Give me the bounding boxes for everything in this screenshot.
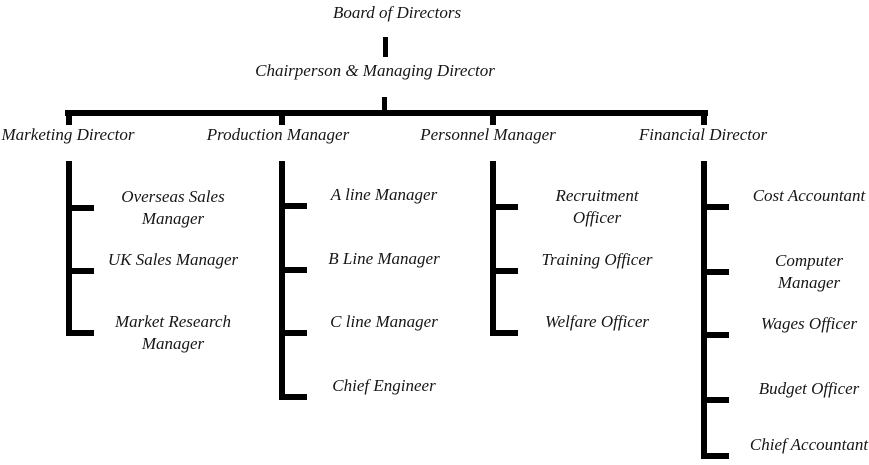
org-item-uk-sales-manager: UK Sales Manager bbox=[107, 250, 239, 269]
connector-tick-b-line-manager bbox=[279, 267, 307, 273]
org-item-a-line-manager: A line Manager bbox=[330, 185, 438, 204]
connector-tick-market-research-manager bbox=[66, 330, 94, 336]
connector-branches-horizontal bbox=[65, 110, 708, 116]
org-item-chief-accountant: Chief Accountant bbox=[749, 435, 869, 454]
connector-stub-marketing bbox=[66, 110, 72, 125]
connector-tick-budget-officer bbox=[701, 397, 729, 403]
connector-tick-computer-manager bbox=[701, 269, 729, 275]
branch-label-marketing-director: Marketing Director bbox=[1, 125, 135, 144]
chairperson-label: Chairperson & Managing Director bbox=[255, 61, 495, 80]
org-item-wages-officer: Wages Officer bbox=[760, 314, 858, 333]
org-item-training-officer: Training Officer bbox=[541, 250, 653, 269]
connector-stub-financial bbox=[701, 110, 707, 125]
org-item-market-research-manager: Market Research Manager bbox=[115, 312, 231, 353]
connector-tick-chief-engineer bbox=[279, 394, 307, 400]
connector-spine-personnel bbox=[490, 161, 496, 336]
branch-label-financial-director: Financial Director bbox=[638, 125, 768, 144]
connector-spine-marketing bbox=[66, 161, 72, 336]
org-item-chief-engineer: Chief Engineer bbox=[332, 376, 436, 395]
connector-tick-c-line-manager bbox=[279, 330, 307, 336]
connector-tick-wages-officer bbox=[701, 332, 729, 338]
connector-spine-production bbox=[279, 161, 285, 400]
connector-tick-a-line-manager bbox=[279, 203, 307, 209]
connector-tick-uk-sales-manager bbox=[66, 268, 94, 274]
org-item-b-line-manager: B Line Manager bbox=[328, 249, 440, 268]
org-item-recruitment-officer: Recruitment Officer bbox=[555, 186, 639, 227]
connector-stub-production bbox=[279, 110, 285, 125]
board-of-directors-label: Board of Directors bbox=[332, 3, 462, 22]
connector-tick-overseas-sales-manager bbox=[66, 205, 94, 211]
connector-tick-training-officer bbox=[490, 268, 518, 274]
connector-tick-cost-accountant bbox=[701, 204, 729, 210]
org-item-c-line-manager: C line Manager bbox=[330, 312, 438, 331]
org-item-budget-officer: Budget Officer bbox=[758, 379, 860, 398]
branch-label-production-manager: Production Manager bbox=[206, 125, 350, 144]
branch-label-personnel-manager: Personnel Manager bbox=[420, 125, 556, 144]
org-item-overseas-sales-manager: Overseas Sales Manager bbox=[121, 187, 225, 228]
connector-tick-chief-accountant bbox=[701, 453, 729, 459]
org-item-computer-manager: Computer Manager bbox=[775, 251, 843, 292]
org-item-cost-accountant: Cost Accountant bbox=[752, 186, 866, 205]
connector-tick-recruitment-officer bbox=[490, 204, 518, 210]
connector-stub-personnel bbox=[490, 110, 496, 125]
org-item-welfare-officer: Welfare Officer bbox=[544, 312, 650, 331]
connector-tick-welfare-officer bbox=[490, 330, 518, 336]
connector-board-to-chairperson bbox=[383, 37, 388, 57]
connector-chairperson-to-branches bbox=[382, 97, 387, 111]
connector-spine-financial bbox=[701, 161, 707, 459]
